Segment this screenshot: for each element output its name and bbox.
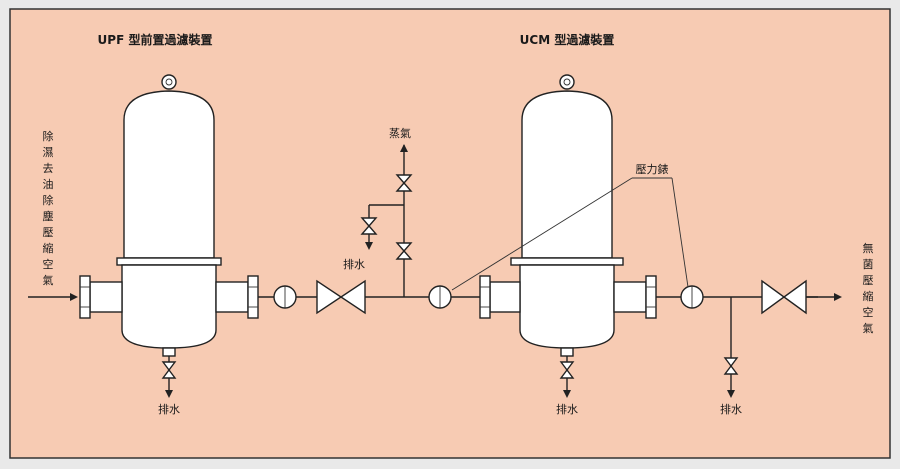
ucm-outlet-flange [645, 275, 657, 319]
steam-label: 蒸氣 [389, 126, 411, 140]
ucm-inlet-flange [479, 275, 491, 319]
inlet-char: 除 [43, 129, 54, 143]
inlet-char: 氣 [43, 273, 54, 287]
outlet-drain-branch: 排水 [720, 297, 742, 416]
lifting-eye-icon [161, 74, 177, 90]
upf-drain-port [162, 347, 176, 357]
ucm-housing [521, 90, 613, 259]
ucm-title: UCM 型過濾裝置 [520, 32, 615, 47]
main-valve-1 [316, 279, 366, 315]
valve-icon [395, 174, 413, 185]
steam-branch: 蒸氣 排水 [343, 126, 413, 297]
inlet-char: 油 [43, 177, 54, 191]
valve-icon [360, 217, 378, 228]
inlet-char: 縮 [43, 241, 54, 255]
inlet-char: 空 [43, 257, 54, 271]
inlet-arrow [28, 293, 78, 301]
outlet-char: 菌 [863, 258, 874, 271]
upf-housing [123, 90, 215, 259]
inlet-char: 壓 [43, 226, 54, 239]
inlet-char: 除 [43, 193, 54, 207]
ucm-drain-port [560, 347, 574, 357]
inlet-label: 除 濕 去 油 除 塵 壓 縮 空 氣 [43, 129, 54, 287]
inlet-char: 塵 [43, 209, 54, 223]
main-valve-2 [761, 279, 807, 315]
drain-label: 排水 [720, 402, 742, 416]
outlet-char: 氣 [863, 321, 874, 335]
ucm-bowl [519, 264, 615, 349]
valve-icon [161, 361, 177, 372]
inlet-char: 濕 [43, 146, 54, 159]
pressure-gauge-label: 壓力錶 [636, 163, 669, 176]
drain-label: 排水 [158, 402, 180, 416]
upf-inlet-flange [79, 275, 91, 319]
valve-icon [723, 357, 739, 368]
valve-icon [395, 242, 413, 253]
upf-outlet-flange [247, 275, 259, 319]
upf-filter: 排水 [79, 74, 259, 416]
lifting-eye-icon [559, 74, 575, 90]
inlet-char: 去 [43, 162, 54, 175]
outlet-char: 壓 [863, 274, 874, 287]
ucm-inlet-nozzle [489, 281, 521, 313]
outlet-char: 無 [863, 241, 874, 255]
pressure-gauge-1 [273, 285, 297, 309]
upf-bowl [121, 264, 217, 349]
upf-outlet-nozzle [215, 281, 249, 313]
upf-inlet-nozzle [89, 281, 123, 313]
ucm-outlet-nozzle [613, 281, 647, 313]
pressure-gauge-2 [428, 285, 452, 309]
pressure-gauge-callout: 壓力錶 [451, 163, 689, 291]
ucm-filter: 排水 [479, 74, 657, 416]
valve-icon [316, 279, 343, 315]
pressure-gauge-3 [680, 285, 704, 309]
drain-label: 排水 [343, 257, 365, 271]
ucm-flange [510, 257, 624, 266]
outlet-char: 縮 [863, 289, 874, 303]
valve-icon [761, 279, 786, 315]
valve-icon [559, 361, 575, 372]
upf-flange [116, 257, 222, 266]
upf-title: UPF 型前置過濾裝置 [98, 32, 213, 47]
outlet-label: 無 菌 壓 縮 空 氣 [863, 241, 874, 335]
outlet-arrow [806, 293, 842, 301]
drain-label: 排水 [556, 402, 578, 416]
outlet-char: 空 [863, 305, 874, 319]
